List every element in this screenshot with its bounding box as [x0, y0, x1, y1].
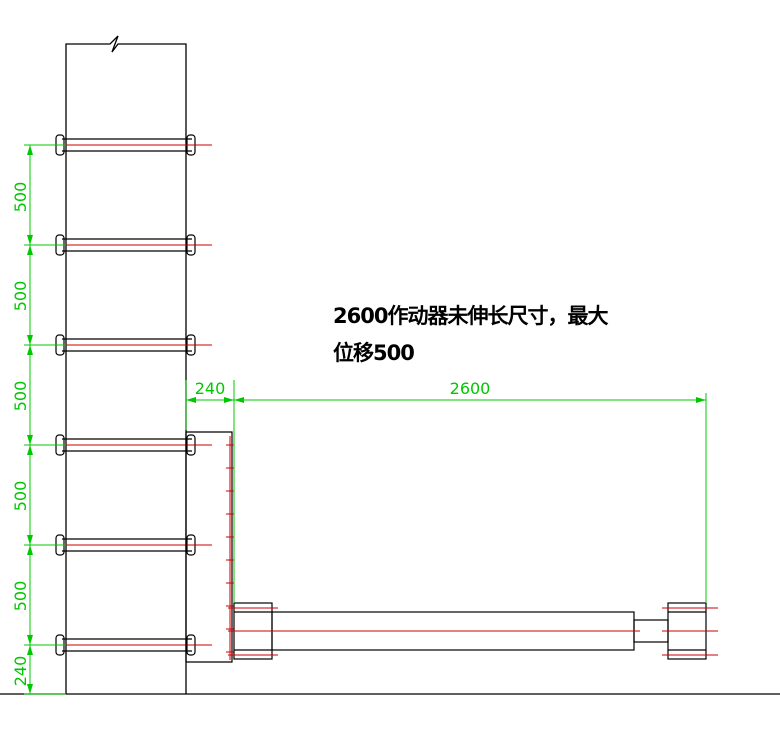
dim-label-vertical-3: 500	[11, 381, 30, 412]
annotation-line-1: 2600作动器未伸长尺寸，最大	[333, 304, 608, 328]
mounting-bracket	[185, 431, 234, 663]
column	[65, 35, 187, 694]
anchor-bolt	[44, 134, 212, 156]
anchor-bolt	[44, 334, 212, 356]
vertical-dimension-chain	[24, 144, 66, 695]
dim-label-vertical-1: 500	[11, 182, 30, 213]
annotation-line-2: 位移500	[333, 341, 414, 365]
actuator-centerlines	[228, 607, 718, 656]
vertical-dimension-arrows	[27, 145, 33, 694]
horizontal-dimensions	[185, 380, 707, 603]
anchor-bolt	[44, 634, 212, 656]
dim-label-horizontal-long: 2600	[450, 379, 491, 398]
anchor-bolts	[44, 134, 212, 656]
dim-label-vertical-5: 500	[11, 581, 30, 612]
horizontal-dimension-arrows	[186, 397, 706, 403]
dim-label-vertical-4: 500	[11, 481, 30, 512]
dim-label-vertical-2: 500	[11, 281, 30, 312]
dim-label-horizontal-short: 240	[195, 379, 226, 398]
anchor-bolt	[44, 234, 212, 256]
anchor-bolt	[44, 434, 212, 456]
bracket-bolt-ticks	[226, 444, 234, 653]
dim-label-vertical-6: 240	[11, 656, 30, 687]
anchor-bolt	[44, 534, 212, 556]
